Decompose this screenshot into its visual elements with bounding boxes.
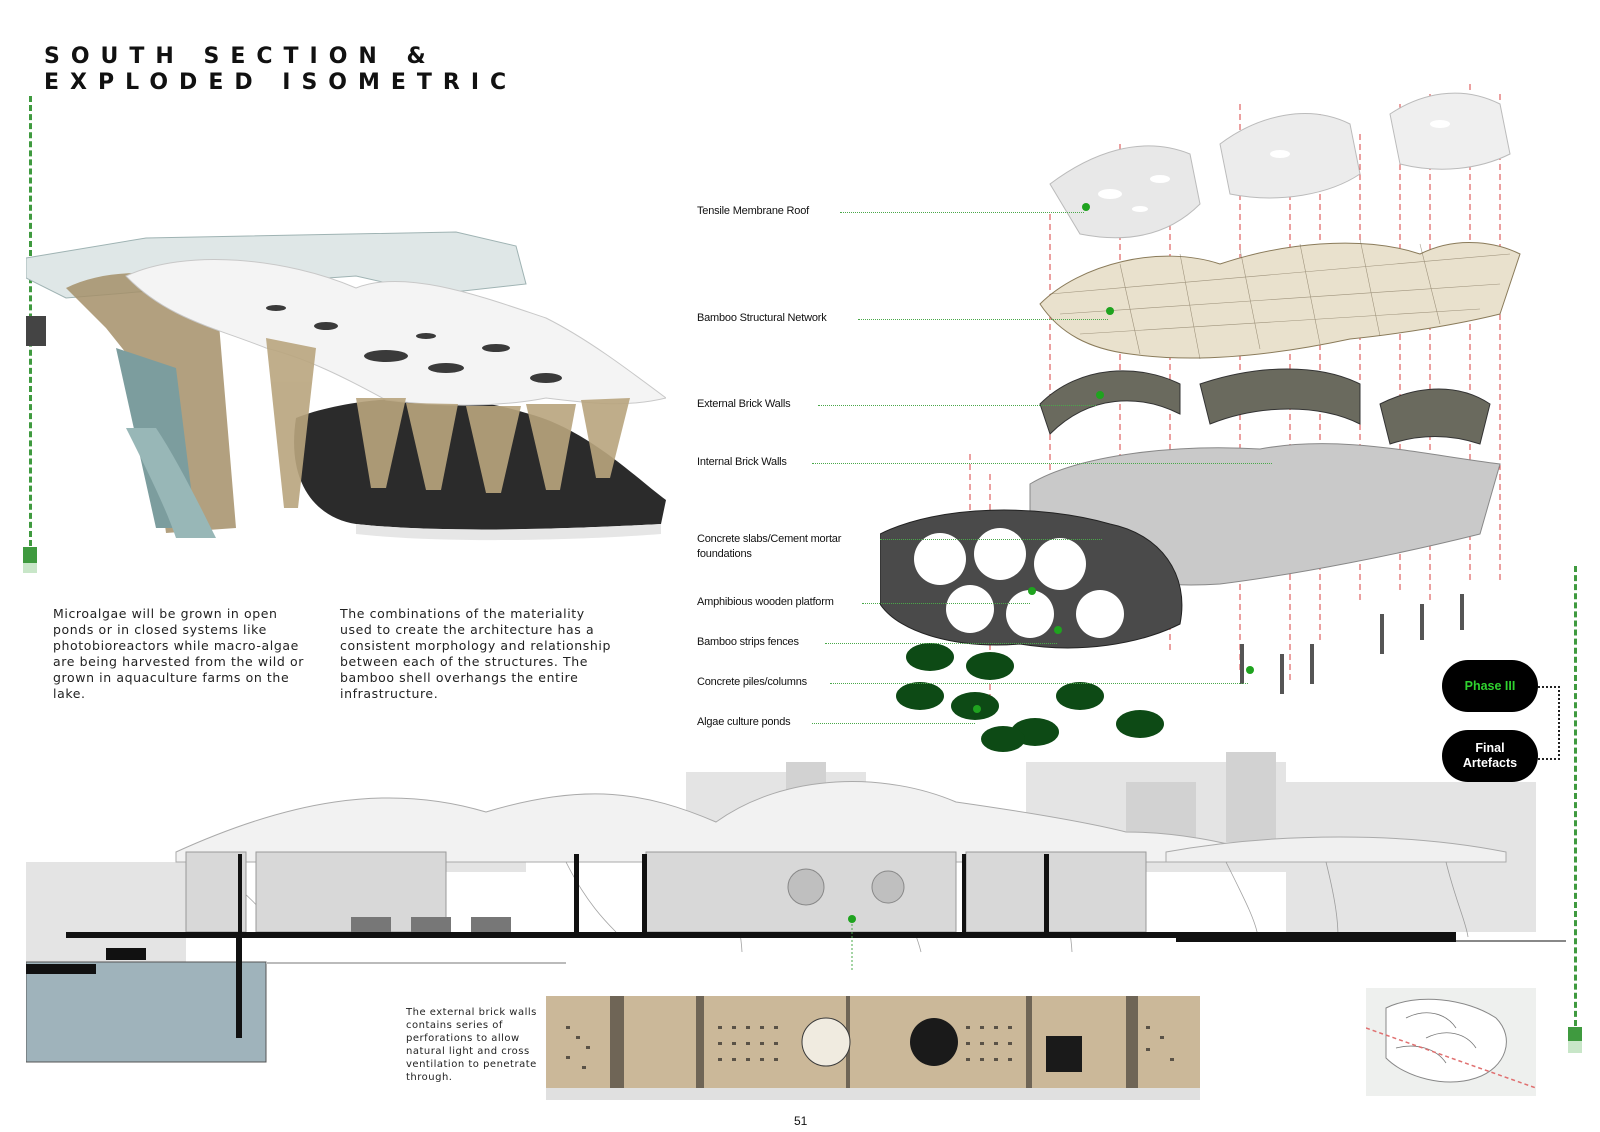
phase-current-pill: Phase III <box>1442 660 1538 712</box>
label-concrete-slabs-text: Concrete slabs/Cement mortar foundations <box>697 533 842 560</box>
title-line-1: SOUTH SECTION & <box>44 44 437 69</box>
right-dashed-rule <box>1574 566 1577 1026</box>
label-bamboo-strips-fences: Bamboo strips fences <box>697 636 799 648</box>
key-plan-svg <box>1366 988 1536 1096</box>
section-note: The external brick walls contains series… <box>406 1007 537 1083</box>
page-number: 51 <box>794 1114 808 1128</box>
exploded-isometric-drawing <box>880 84 1560 774</box>
exploded-isometric-svg <box>880 84 1521 752</box>
label-concrete-piles-columns: Concrete piles/columns <box>697 676 807 688</box>
label-external-brick-walls: External Brick Walls <box>697 398 791 410</box>
page-title: SOUTH SECTION & EXPLODED ISOMETRIC <box>44 44 517 96</box>
leader-amphibious-wooden-platform <box>862 603 1030 604</box>
leader-bamboo-structural-network <box>858 319 1108 320</box>
key-plan-thumbnail <box>1366 988 1536 1096</box>
paragraph-right: The combinations of the materiality used… <box>340 606 611 701</box>
label-tensile-membrane-roof: Tensile Membrane Roof <box>697 205 809 217</box>
leader-bamboo-strips-fences <box>825 643 1057 644</box>
leader-external-brick-walls <box>818 405 1096 406</box>
label-bamboo-structural-network: Bamboo Structural Network <box>697 312 827 324</box>
leader-algae-culture-ponds <box>812 723 975 724</box>
phase-next-pill: Final Artefacts <box>1442 730 1538 782</box>
wall-elevation-strip <box>546 996 1200 1100</box>
south-section-drawing <box>26 752 1576 1082</box>
perspective-render <box>26 228 666 558</box>
left-rule-marker <box>23 547 37 563</box>
leader-concrete-slabs <box>880 539 1102 540</box>
label-amphibious-wooden-platform: Amphibious wooden platform <box>697 596 834 608</box>
left-rule-marker-shadow <box>23 563 37 573</box>
wall-elevation-svg <box>546 996 1200 1100</box>
leader-tensile-membrane-roof <box>840 212 1084 213</box>
leader-concrete-piles-columns <box>830 683 1248 684</box>
label-concrete-slabs: Concrete slabs/Cement mortar foundations <box>697 532 877 562</box>
phase-next-text: Final Artefacts <box>1462 741 1518 770</box>
right-rule-marker-shadow <box>1568 1041 1582 1053</box>
phase-connector <box>1538 686 1560 760</box>
south-section-svg <box>26 752 1566 1063</box>
right-rule-marker <box>1568 1027 1582 1041</box>
title-line-2: EXPLODED ISOMETRIC <box>44 70 518 95</box>
leader-internal-brick-walls <box>812 463 1272 464</box>
perspective-render-drawing <box>26 231 666 541</box>
label-internal-brick-walls: Internal Brick Walls <box>697 456 787 468</box>
paragraph-left: Microalgae will be grown in open ponds o… <box>53 606 304 701</box>
label-algae-culture-ponds: Algae culture ponds <box>697 716 791 728</box>
